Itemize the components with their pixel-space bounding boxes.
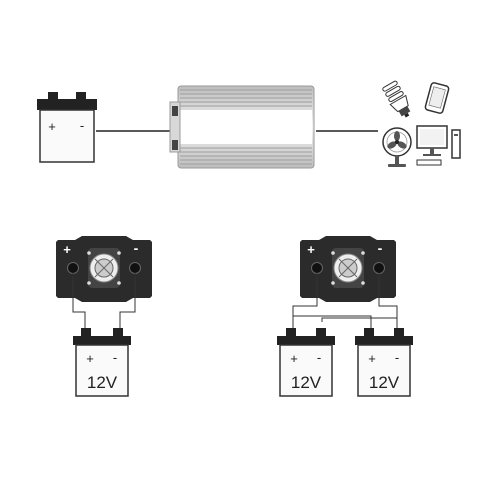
left-battery-plus-label: +	[86, 351, 94, 366]
right-battery-a: + - 12V	[277, 328, 335, 397]
right-inverter-minus-label: -	[378, 240, 383, 256]
desktop-computer-icon	[416, 125, 461, 166]
left-battery-minus-label: -	[113, 350, 117, 365]
smartphone-icon	[424, 82, 450, 114]
right-battery-a-minus-label: -	[317, 350, 321, 365]
right-wires	[292, 273, 398, 329]
right-inverter-terminal-minus	[373, 262, 385, 274]
right-battery-b-minus-label: -	[395, 350, 399, 365]
inverter-case	[169, 85, 315, 169]
left-inverter-terminal-minus	[129, 262, 141, 274]
left-battery-voltage-label: 12V	[87, 373, 118, 392]
right-inverter-plus-label: +	[307, 242, 315, 257]
right-inverter: + -	[300, 236, 396, 302]
inverter-terminal-bottom	[172, 140, 178, 150]
left-inverter-terminal-plus	[67, 262, 79, 274]
right-battery-a-plus-label: +	[290, 351, 298, 366]
top-battery-plus-label: +	[48, 119, 56, 134]
right-battery-b: + - 12V	[355, 328, 413, 397]
fan-icon	[382, 127, 412, 167]
left-inverter-plus-label: +	[63, 242, 71, 257]
right-battery-b-voltage-label: 12V	[369, 373, 400, 392]
left-inverter: + -	[56, 236, 152, 302]
right-battery-b-plus-label: +	[368, 351, 376, 366]
left-inverter-minus-label: -	[134, 240, 139, 256]
light-bulb-icon	[382, 80, 411, 118]
right-inverter-terminal-plus	[311, 262, 323, 274]
top-battery: + -	[37, 92, 97, 163]
right-battery-a-voltage-label: 12V	[291, 373, 322, 392]
inverter-terminal-top	[172, 106, 178, 116]
left-battery: + - 12V	[73, 328, 131, 397]
top-battery-minus-label: -	[80, 118, 84, 133]
left-wires	[72, 273, 136, 329]
